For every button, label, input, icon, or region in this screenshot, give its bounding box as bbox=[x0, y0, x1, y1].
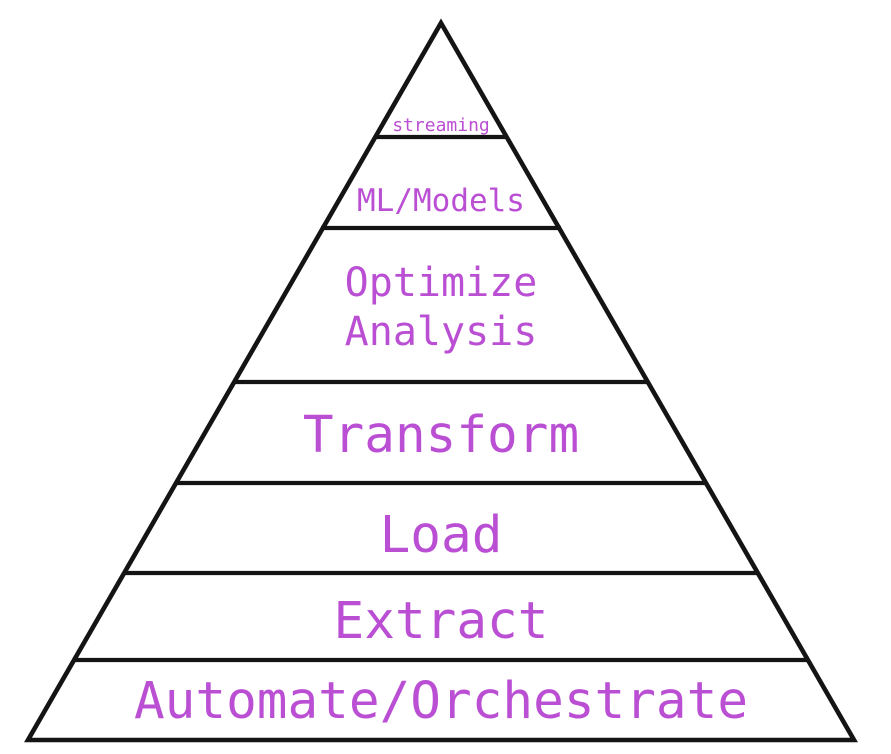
level-label-extract: Extract bbox=[334, 592, 549, 651]
level-label-automate-orchestrate: Automate/Orchestrate bbox=[134, 672, 748, 731]
level-label-streaming: streaming bbox=[392, 115, 490, 136]
level-label-ml-models: ML/Models bbox=[357, 183, 525, 219]
level-label-transform: Transform bbox=[303, 406, 579, 465]
level-label-analysis: Analysis bbox=[345, 309, 538, 355]
level-label-optimize: Optimize bbox=[345, 260, 538, 306]
level-label-load: Load bbox=[380, 506, 503, 565]
